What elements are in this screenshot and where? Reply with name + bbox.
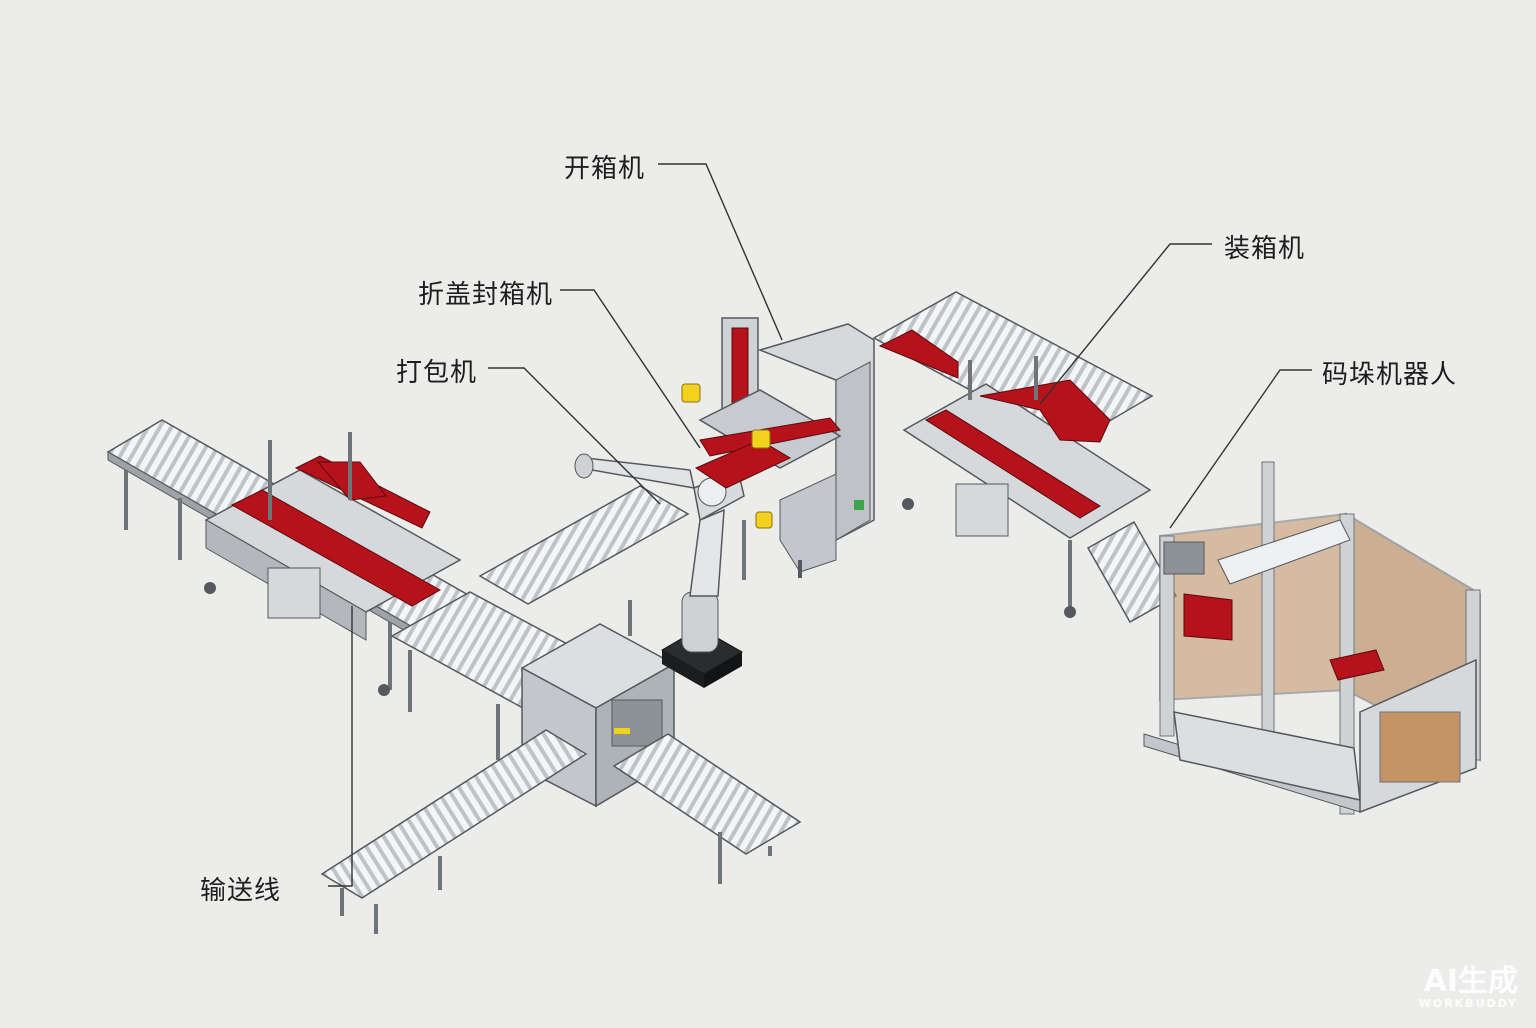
leader-strapping-machine bbox=[488, 367, 661, 505]
watermark-line2: WORKBUDDY bbox=[1418, 997, 1518, 1010]
label-palletizing-robot: 码垛机器人 bbox=[1322, 360, 1458, 390]
leader-lines bbox=[328, 163, 1312, 887]
case-packer-machine bbox=[872, 291, 1178, 624]
label-carton-erector: 开箱机 bbox=[564, 154, 646, 184]
left-sealer-machine bbox=[204, 432, 462, 696]
palletizer-cell bbox=[1143, 461, 1481, 815]
carton-erector-machine bbox=[681, 317, 875, 580]
label-flap-fold-sealer: 折盖封箱机 bbox=[418, 280, 554, 310]
lower-conveyors bbox=[320, 729, 802, 934]
leader-conveyor-line bbox=[328, 606, 353, 887]
leader-palletizing-robot bbox=[1169, 369, 1312, 529]
label-strapping-machine: 打包机 bbox=[396, 358, 478, 388]
leader-flap-fold-sealer bbox=[560, 289, 701, 449]
leader-carton-erector bbox=[658, 163, 783, 341]
watermark-line1: AI生成 bbox=[1423, 964, 1518, 999]
label-case-packer: 装箱机 bbox=[1224, 234, 1306, 264]
label-conveyor-line: 输送线 bbox=[200, 876, 282, 906]
leader-case-packer bbox=[1039, 243, 1212, 405]
ai-generated-watermark: AI生成 WORKBUDDY bbox=[1418, 964, 1518, 1011]
